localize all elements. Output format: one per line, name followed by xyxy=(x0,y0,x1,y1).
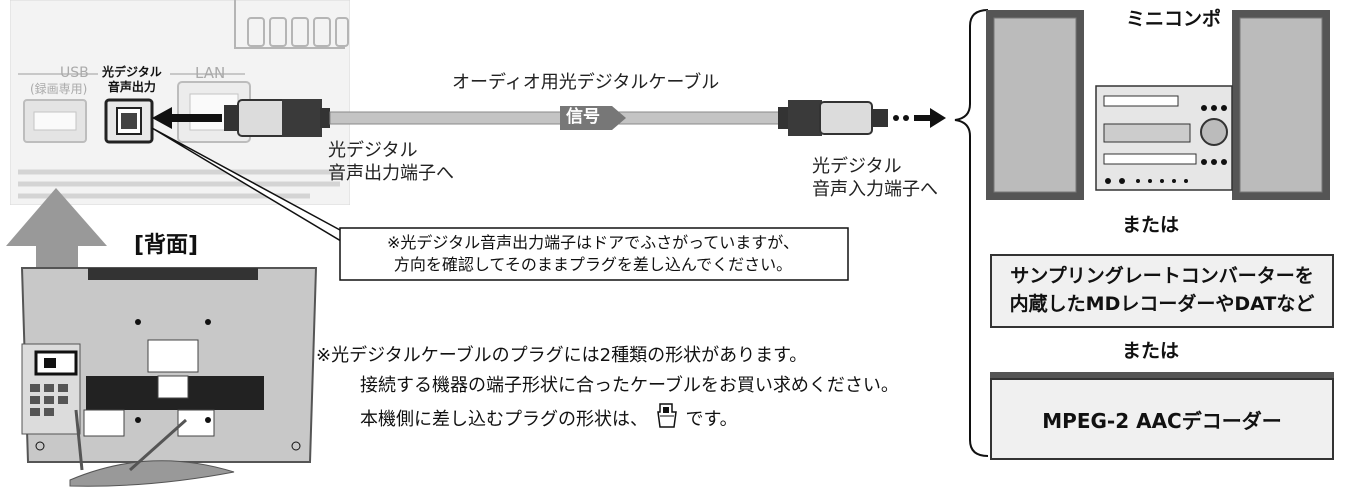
plug-shape-note: ※光デジタルケーブルのプラグには2種類の形状があります。 接続する機器の端子形状… xyxy=(316,341,956,440)
callout-box xyxy=(339,227,849,281)
note-line-3-pre: 本機側に差し込むプラグの形状は、 xyxy=(360,409,648,431)
cable-title: オーディオ用光デジタルケーブル xyxy=(452,72,720,93)
plug-shape-icon xyxy=(654,400,680,440)
output-terminal-label: 光デジタル 音声出力端子へ xyxy=(328,140,454,184)
lan-label: LAN xyxy=(195,64,226,82)
note-line-3-post: です。 xyxy=(685,409,738,431)
tv-back-label: [背面] xyxy=(134,233,199,258)
callout-text: ※光デジタル音声出力端子はドアでふさがっていますが、 方向を確認してそのままプラ… xyxy=(387,233,799,274)
devices-brace xyxy=(954,9,989,457)
signal-arrow xyxy=(560,106,626,130)
note-line-2: 接続する機器の端子形状に合ったケーブルをお買い求めください。 xyxy=(360,374,899,396)
mini-compo-label: ミニコンポ xyxy=(1126,8,1222,30)
or-label-2: または xyxy=(1122,340,1180,362)
usb-label: USB xyxy=(60,65,89,81)
input-terminal-label: 光デジタル 音声入力端子へ xyxy=(812,156,938,200)
left-plug-icon xyxy=(224,99,330,137)
signal-label: 信号 xyxy=(566,107,600,127)
mpeg-decoder-box: MPEG-2 AACデコーダー xyxy=(990,378,1334,460)
tv-back xyxy=(20,267,318,487)
note-line-1: ※光デジタルケーブルのプラグには2種類の形状があります。 xyxy=(316,345,808,366)
callout-pointer xyxy=(151,127,348,246)
right-plug-icon xyxy=(778,100,888,136)
note-line-3: 本機側に差し込むプラグの形状は、 です。 xyxy=(316,400,956,440)
sample-rate-converter-box: サンプリングレートコンバーターを 内蔵したMDレコーダーやDATなど xyxy=(990,254,1334,328)
output-arrow xyxy=(893,108,946,128)
or-label-1: または xyxy=(1122,214,1180,236)
cable-line xyxy=(329,111,781,125)
usb-sub-label: (録画専用) xyxy=(30,82,88,96)
mini-compo-drawing xyxy=(986,6,1330,200)
insert-arrow xyxy=(152,107,222,129)
optical-port-label: 光デジタル 音声出力 xyxy=(102,65,162,94)
